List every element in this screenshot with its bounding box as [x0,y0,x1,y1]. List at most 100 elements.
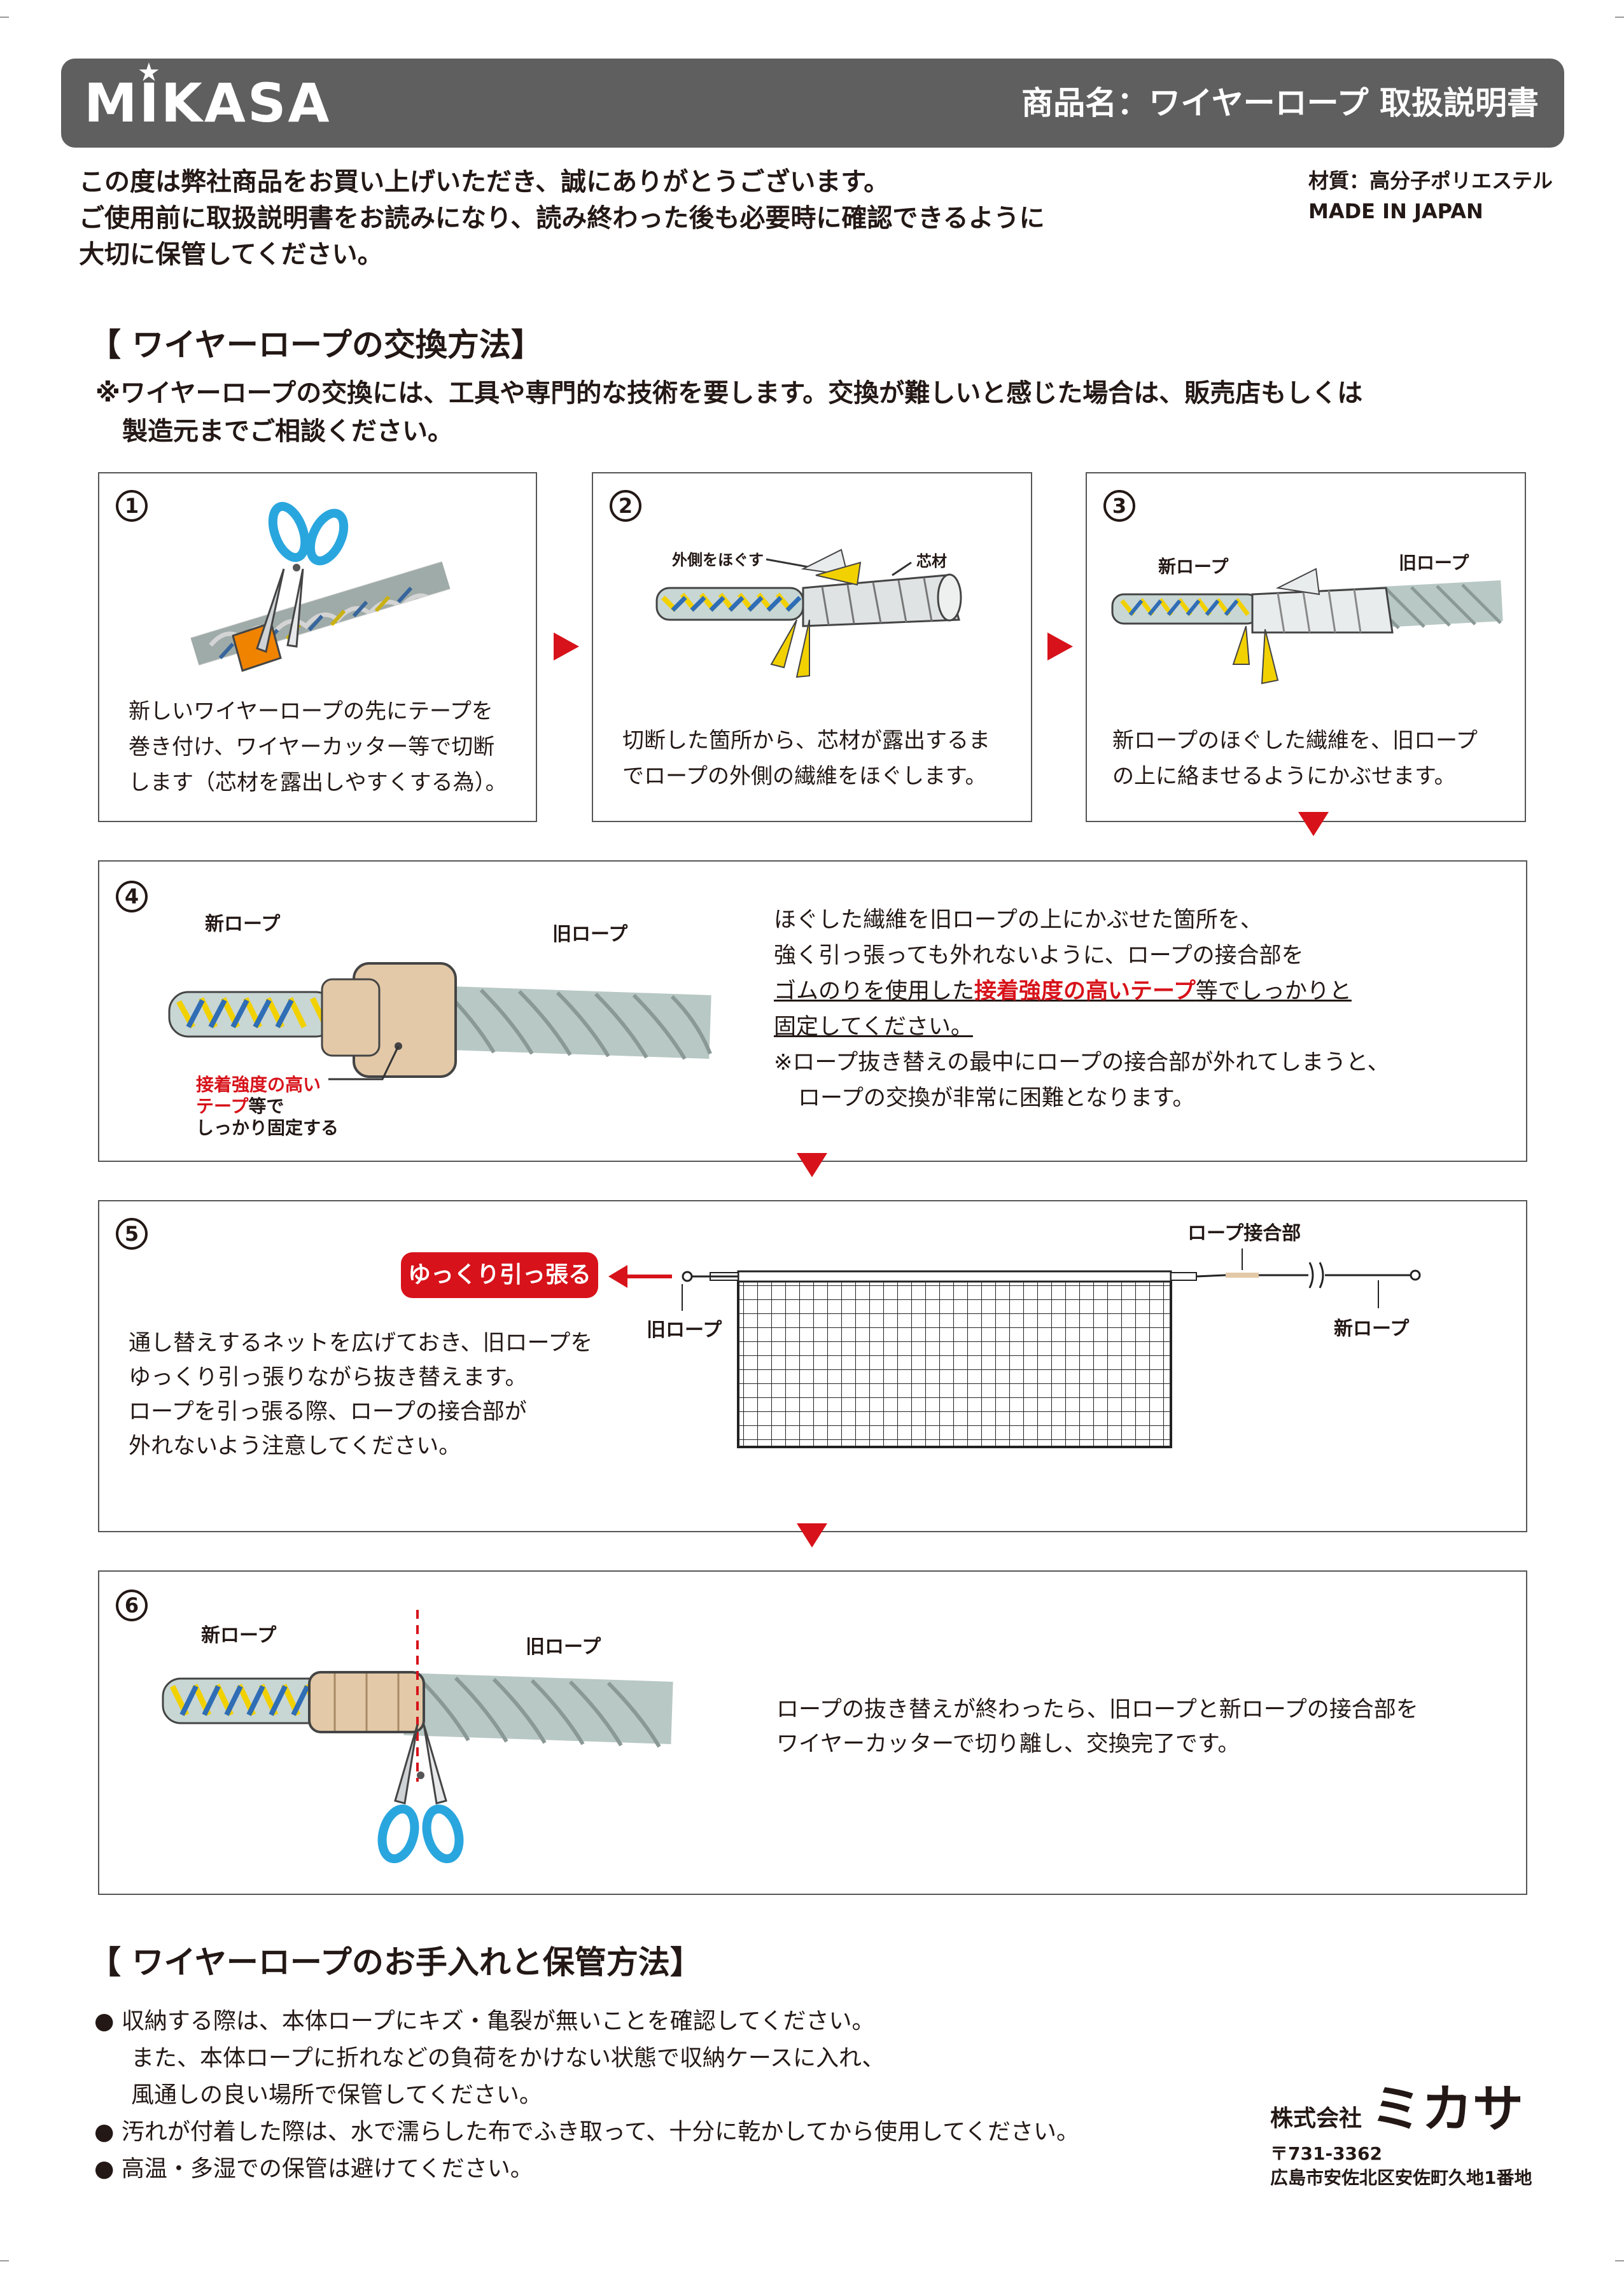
step-4-text: ほぐした繊維を旧ロープの上にかぶせた箇所を、 強く引っ張っても外れないように、ロ… [774,902,1390,1116]
intro-line: ご使用前に取扱説明書をお読みになり、読み終わった後も必要時に確認できるように [79,204,1045,233]
postal-code: 〒731-3362 [1270,2143,1382,2164]
header-bar: ★ MIKASA 商品名：ワイヤーロープ 取扱説明書 [61,59,1564,148]
step-text-line: 新しいワイヤーロープの先にテープを [129,699,493,724]
step-6-text: ロープの抜き替えが終わったら、旧ロープと新ロープの接合部を ワイヤーカッターで切… [776,1693,1418,1761]
label-new-rope: 新ロープ [1158,556,1229,577]
step-text-line: します（芯材を露出しやすくする為）。 [129,770,507,795]
section-title-replace: 【 ワイヤーロープの交換方法】 [89,326,543,363]
care-list: ● 収納する際は、本体ロープにキズ・亀裂が無いことを確認してください。 また、本… [94,2003,1079,2188]
step-text-line: ゆっくり引っ張りながら抜き替えます。 [129,1365,528,1390]
step-number: 2 [610,490,641,522]
list-item: ● 汚れが付着した際は、水で濡らした布でふき取って、十分に乾かしてから使用してく… [94,2119,1080,2145]
label-core: 芯材 [916,552,947,570]
callout-red: テープ [196,1096,249,1117]
callout-black: 等で [248,1096,284,1117]
rope-icon [190,561,451,666]
label-old-rope: 旧ロープ [1399,552,1469,573]
scissors-icon [256,501,349,653]
origin-label: MADE IN JAPAN [1308,199,1483,223]
product-meta: 材質：高分子ポリエステル MADE IN JAPAN [1308,165,1553,227]
label-new-rope: 新ロープ [205,913,281,935]
list-item: ● 高温・多湿での保管は避けてください。 [94,2156,533,2182]
company-prefix: 株式会社 [1270,2106,1362,2132]
core-fiber-icon [802,573,962,627]
step-text-line: でロープの外側の繊維をほぐします。 [622,764,987,789]
section-title-care: 【 ワイヤーロープのお手入れと保管方法】 [89,1944,702,1981]
callout-line: 接着強度の高い [196,1074,321,1095]
rope-line-icon [682,1248,1421,1311]
star-icon: ★ [137,58,160,87]
step-5-box: 5 通し替えするネットを広げておき、旧ロープを ゆっくり引っ張りながら抜き替えま… [98,1200,1527,1532]
step-number: 6 [116,1590,148,1621]
next-arrow-icon [554,632,579,660]
step-2-illustration [655,549,962,678]
crop-mark [0,17,9,18]
step-text-line: 強く引っ張っても外れないように、ロープの接合部を [774,943,1304,968]
company-name: ミカサ [1371,2079,1524,2139]
company-address: 広島市安佐北区安佐町久地1番地 [1270,2167,1532,2188]
intro-line: この度は弊社商品をお買い上げいただき、誠にありがとうございます。 [79,167,890,197]
step-number: 1 [116,490,148,522]
new-rope-icon [168,991,336,1038]
pull-slowly-badge: ゆっくり引っ張る [401,1252,598,1298]
list-item: ● 収納する際は、本体ロープにキズ・亀裂が無いことを確認してください。 [94,2008,875,2034]
net-diagram [608,1248,1421,1448]
step-text-line: ロープの抜き替えが終わったら、旧ロープと新ロープの接合部を [776,1697,1418,1722]
step-4-box: 4 新ロープ 旧ロープ 接着強度の高い テープ等で しっかり固定する ほぐした繊… [98,860,1527,1162]
old-rope-icon [403,1673,673,1748]
crop-mark [0,2260,9,2261]
notice-line: 製造元までご相談ください。 [122,417,453,446]
replace-notice: ※ワイヤーロープの交換には、工具や専門的な技術を要します。交換が難しいと感じた場… [95,374,1559,451]
next-arrow-icon [1047,632,1073,660]
step-3-box: 3 新ロープ 旧ロープ 新ロープのほぐした繊維を、旧ロープ の上に絡ませるように… [1086,472,1526,822]
label-old-rope: 旧ロープ [647,1319,722,1341]
step-text-line: 新ロープのほぐした繊維を、旧ロープ [1112,728,1478,753]
step-text-span: 等でしっかりと [1195,979,1352,1004]
step-2-text: 切断した箇所から、芯材が露出するま でロープの外側の繊維をほぐします。 [622,723,990,794]
notice-line: ※ワイヤーロープの交換には、工具や専門的な技術を要します。交換が難しいと感じた場… [95,379,1363,408]
label-outer: 外側をほぐす [672,551,764,569]
document-title: 商品名：ワイヤーロープ 取扱説明書 [1021,85,1539,122]
step-5-text: 通し替えするネットを広げておき、旧ロープを ゆっくり引っ張りながら抜き替えます。… [129,1326,592,1464]
step-1-text: 新しいワイヤーロープの先にテープを 巻き付け、ワイヤーカッター等で切断 します（… [129,694,507,800]
callout-line: しっかり固定する [196,1117,339,1138]
step-2-box: 2 外側をほぐす 芯材 切断した箇所から、芯材が露出するま でロープの外側の繊維… [592,472,1032,822]
step-text-line: 固定してください。 [774,1014,973,1040]
step-1-box: 1 新しいワイヤーロープの先にテープを 巻き付け、ワイヤーカッター等で切断 しま… [98,472,537,822]
tape-callout: 接着強度の高い テープ等で しっかり固定する [196,1074,339,1139]
company-info: 株式会社ミカサ 〒731-3362 広島市安佐北区安佐町久地1番地 [1270,2081,1532,2190]
step-1-illustration [190,501,451,672]
step-text-span: ゴムのりを使用した [774,979,975,1004]
new-rope-icon [1111,593,1260,625]
tape-icon [308,1671,425,1733]
step-3-illustration [1111,568,1503,685]
material-label: 材質：高分子ポリエステル [1308,169,1553,193]
scissors-icon [377,1724,464,1864]
step-text-line: ワイヤーカッターで切り離し、交換完了です。 [776,1731,1240,1757]
step-text-line: 通し替えするネットを広げておき、旧ロープを [129,1331,593,1356]
label-new-rope: 新ロープ [1334,1318,1410,1340]
label-rope-joint: ロープ接合部 [1187,1222,1301,1245]
net-icon [710,1270,1197,1448]
intro-line: 大切に保管してください。 [79,240,383,269]
list-item: 風通しの良い場所で保管してください。 [131,2082,542,2108]
step-6-illustration [162,1610,673,1864]
label-new-rope: 新ロープ [201,1625,277,1647]
step-text-line: ロープの交換が非常に困難となります。 [798,1086,1195,1111]
braided-rope-icon [655,587,804,621]
label-old-rope: 旧ロープ [552,923,628,946]
label-old-rope: 旧ロープ [526,1636,601,1658]
step-number: 3 [1103,490,1135,522]
step-text-line: の上に絡ませるようにかぶせます。 [1112,764,1456,789]
step-text-line: 外れないよう注意してください。 [129,1434,461,1459]
tape-icon [321,962,457,1078]
step-text-line: ロープを引っ張る際、ロープの接合部が [129,1399,527,1425]
pull-arrow-icon [608,1265,672,1288]
step-6-box: 6 新ロープ 旧ロープ ロープの抜き替えが終わったら、旧ロープと新ロープの接合部… [98,1570,1527,1895]
step-number: 4 [116,881,148,912]
step-text-line: 巻き付け、ワイヤーカッター等で切断 [129,734,495,760]
intro-text: この度は弊社商品をお買い上げいただき、誠にありがとうございます。 ご使用前に取扱… [79,164,1045,273]
loose-fiber-icon [770,549,862,678]
highlight-text: 接着強度の高いテープ [974,979,1196,1004]
step-text-line: 切断した箇所から、芯材が露出するま [622,728,990,753]
